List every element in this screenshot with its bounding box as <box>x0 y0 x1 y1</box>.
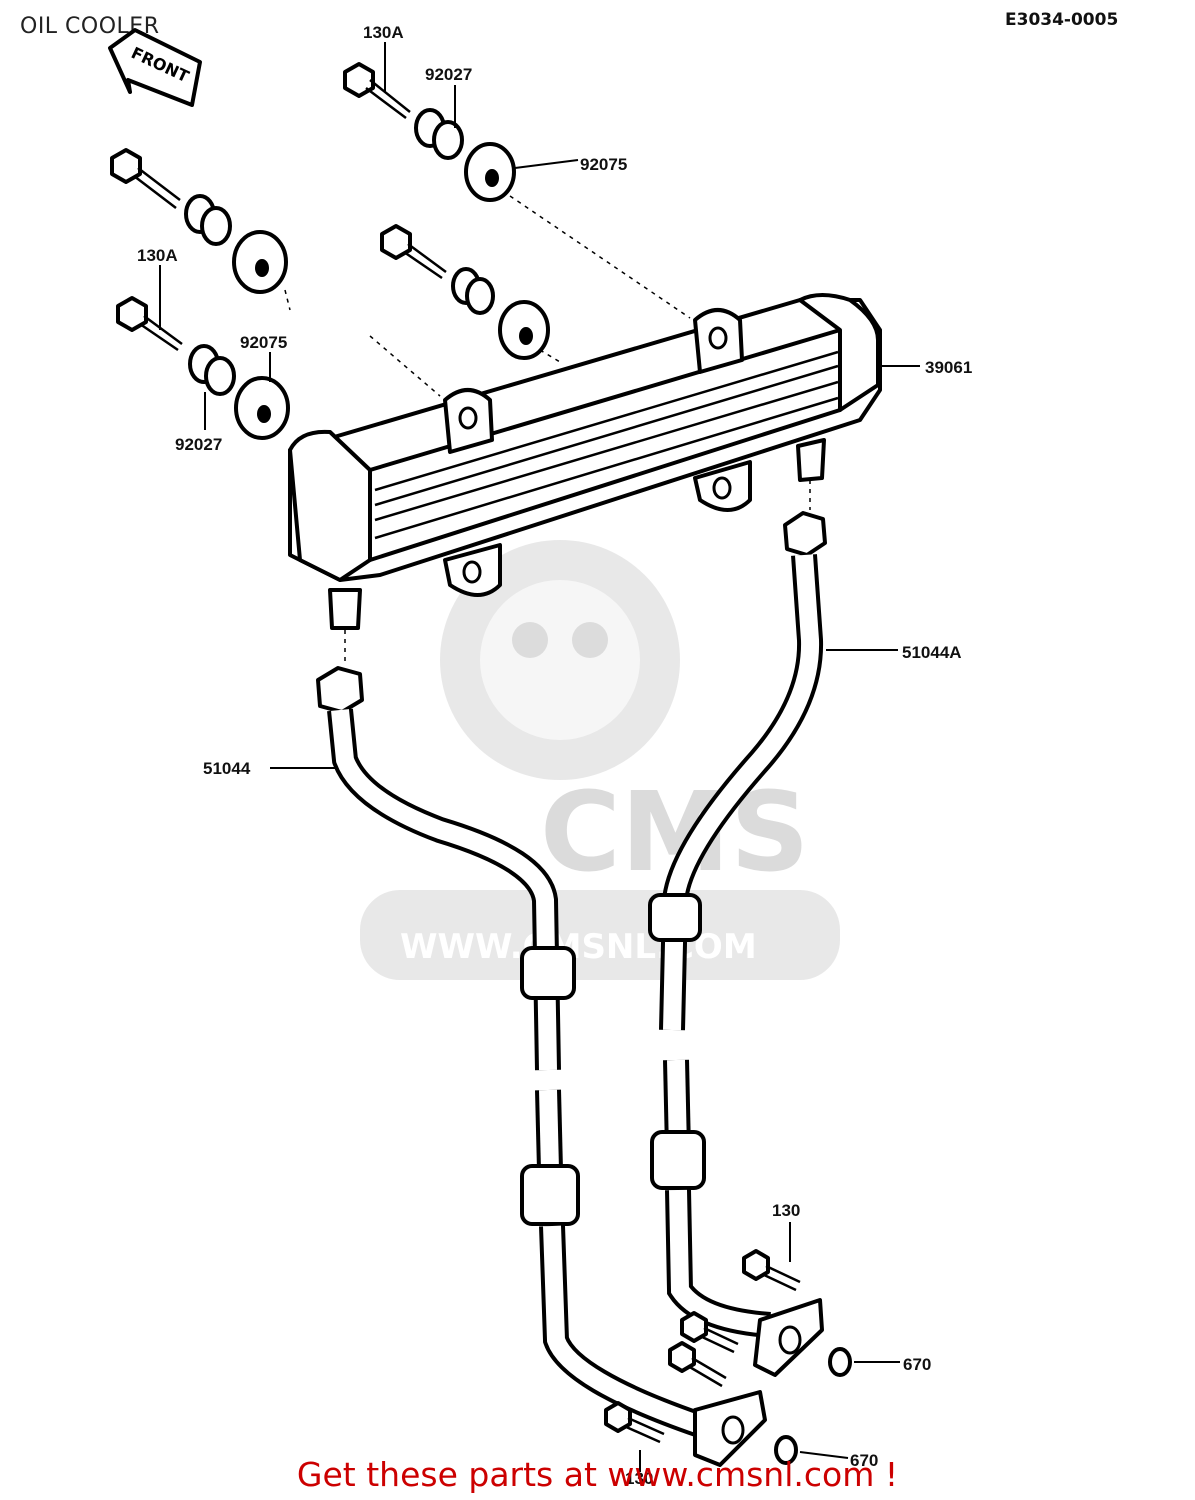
label-bolt-bottom: 130 <box>625 1469 653 1488</box>
o-ring-upper <box>828 1347 852 1377</box>
label-bolt-left: 130A <box>137 246 178 265</box>
label-pipe-right: 51044A <box>902 643 962 662</box>
bolt-flange-bottom <box>604 1401 665 1444</box>
bolt-flange-right-mid1 <box>680 1311 739 1354</box>
watermark-logo <box>360 540 840 980</box>
label-collar-top: 92027 <box>425 65 472 84</box>
bolt-flange-right-top <box>742 1249 801 1292</box>
label-bolt-lower-right: 130 <box>772 1201 800 1220</box>
grommet-lower-left <box>234 376 290 440</box>
collar-top <box>414 108 464 160</box>
collar-upper-left <box>184 194 232 246</box>
grommet-top <box>464 142 516 202</box>
collar-middle <box>451 267 495 315</box>
label-bolt-top: 130A <box>363 23 404 42</box>
promo-text[interactable]: Get these parts at www.cmsnl.com ! <box>296 1455 899 1494</box>
bolt-lower-left <box>116 296 183 352</box>
oil-pipe-right <box>648 511 827 1377</box>
label-o-ring-lower: 670 <box>850 1451 878 1470</box>
bolt-upper-left <box>110 148 181 209</box>
bolt-top <box>343 62 411 119</box>
collar-lower-left <box>188 344 236 396</box>
grommet-middle <box>498 300 550 360</box>
watermark-site: WWW.CMSNL.COM <box>400 927 757 967</box>
grommet-upper-left <box>232 230 288 294</box>
o-ring-lower <box>774 1435 798 1465</box>
reference-code: E3034-0005 <box>1005 10 1119 30</box>
bolt-middle <box>380 224 447 280</box>
front-arrow-icon <box>108 28 202 107</box>
label-o-ring-upper: 670 <box>903 1355 931 1374</box>
bolt-flange-right-mid2 <box>668 1341 727 1388</box>
oil-pipe-left <box>316 666 767 1467</box>
label-cooler: 39061 <box>925 358 972 377</box>
label-grommet-top: 92075 <box>580 155 627 174</box>
label-grommet-left: 92075 <box>240 333 287 352</box>
label-collar-left: 92027 <box>175 435 222 454</box>
oil-cooler-body <box>288 293 882 630</box>
label-pipe-left: 51044 <box>203 759 251 778</box>
